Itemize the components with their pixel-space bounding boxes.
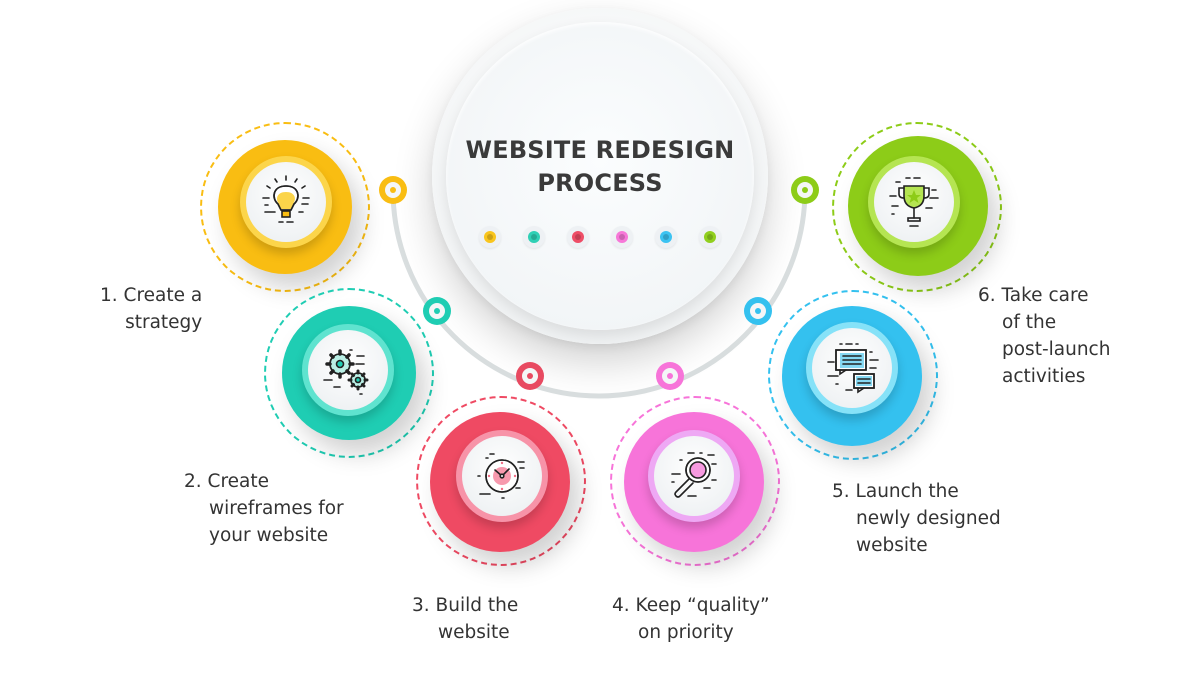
step-5: [768, 290, 938, 460]
connector-node-1: [379, 176, 407, 204]
step-5-line-1: Launch the: [855, 481, 959, 502]
step-3-dashed-ring: [416, 396, 586, 566]
connector-node-5: [744, 297, 772, 325]
connector-node-3: [516, 362, 544, 390]
trophy-icon: [889, 177, 939, 227]
step-4-label: 4. Keep “quality” on priority: [612, 592, 770, 646]
gears-icon: [323, 349, 369, 395]
step-6: [832, 122, 1002, 292]
connector-node-4: [656, 362, 684, 390]
connector-node-2: [423, 297, 451, 325]
step-2: [264, 288, 434, 458]
step-6-line-3: post-launch: [1002, 339, 1111, 360]
step-6-line-1: Take care: [1001, 285, 1089, 306]
step-4-line-1: Keep “quality”: [635, 595, 770, 616]
step-6-line-4: activities: [1002, 366, 1086, 387]
step-2-dashed-ring: [264, 288, 434, 458]
center-title-inner: [446, 22, 754, 330]
step-3: [416, 396, 586, 566]
step-1-line-2: strategy: [125, 312, 203, 333]
center-dot-red: [567, 226, 589, 248]
diagram-title: WEBSITE REDESIGN PROCESS: [432, 134, 768, 200]
step-5-line-3: website: [856, 535, 928, 556]
clock-icon: [477, 453, 525, 499]
center-dot-green: [699, 226, 721, 248]
title-line-1: WEBSITE REDESIGN: [465, 136, 735, 164]
step-4: [610, 396, 780, 566]
step-6-label: 6. Take care of the post-launch activiti…: [978, 282, 1110, 390]
center-dot-yellow: [479, 226, 501, 248]
step-3-label: 3. Build the website: [412, 592, 518, 646]
step-5-line-2: newly designed: [856, 508, 1001, 529]
step-1-line-1: Create a: [123, 285, 203, 306]
step-1: [200, 122, 370, 292]
step-2-number: 2.: [184, 471, 202, 492]
step-5-number: 5.: [832, 481, 850, 502]
step-5-dashed-ring: [768, 290, 938, 460]
step-4-number: 4.: [612, 595, 630, 616]
step-6-dashed-ring: [832, 122, 1002, 292]
magnifier-icon: [671, 452, 717, 498]
step-1-dashed-ring: [200, 122, 370, 292]
step-3-line-1: Build the: [435, 595, 519, 616]
step-4-dashed-ring: [610, 396, 780, 566]
center-dot-pink: [611, 226, 633, 248]
step-6-line-2: of the: [1002, 312, 1057, 333]
step-1-number: 1.: [100, 285, 118, 306]
step-1-label: 1. Create a strategy: [100, 282, 202, 336]
center-title-circle: WEBSITE REDESIGN PROCESS: [432, 8, 768, 344]
step-2-label: 2. Create wireframes for your website: [184, 468, 344, 549]
center-dot-teal: [523, 226, 545, 248]
title-line-2: PROCESS: [537, 169, 663, 197]
step-6-number: 6.: [978, 285, 996, 306]
step-2-line-3: your website: [209, 525, 329, 546]
center-dot-blue: [655, 226, 677, 248]
step-2-line-1: Create: [207, 471, 270, 492]
step-3-line-2: website: [438, 622, 510, 643]
step-4-line-2: on priority: [638, 622, 734, 643]
center-color-dots: [432, 226, 768, 248]
step-2-line-2: wireframes for: [209, 498, 344, 519]
chat-bubbles-icon: [827, 343, 879, 394]
step-5-label: 5. Launch the newly designed website: [832, 478, 1001, 559]
lightbulb-icon: [262, 175, 310, 223]
connector-node-6: [791, 176, 819, 204]
step-3-number: 3.: [412, 595, 430, 616]
